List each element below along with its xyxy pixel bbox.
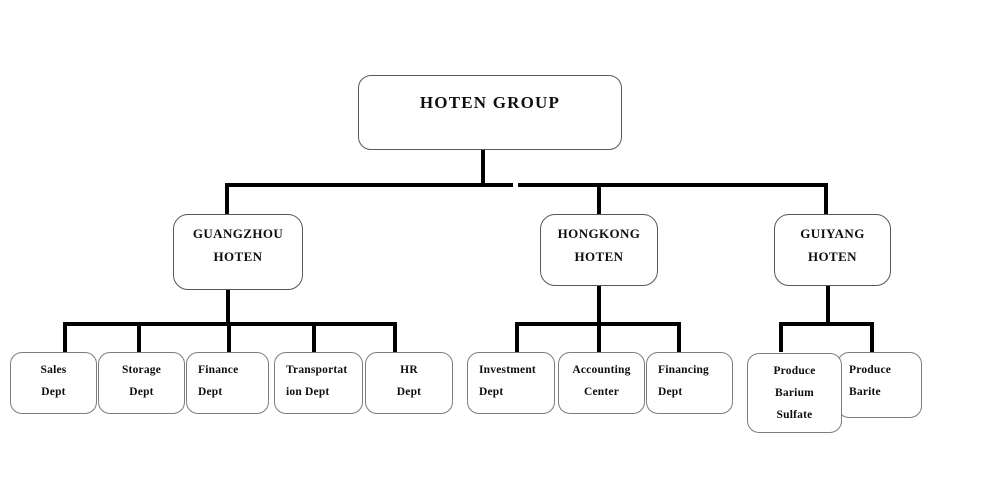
connector-to-storage <box>137 326 141 352</box>
org-node-sales-dept: Sales Dept <box>10 352 97 414</box>
connector-to-hongkong <box>597 186 601 214</box>
org-node-guiyang-hoten: GUIYANG HOTEN <box>774 214 891 286</box>
connector-to-transportation <box>312 326 316 352</box>
connector-to-accounting <box>597 326 601 352</box>
connector-level1-bar-right <box>518 183 828 187</box>
org-node-produce-barite: Produce Barite <box>837 352 922 418</box>
connector-to-hr <box>393 326 397 352</box>
org-node-transportation-dept: Transportat ion Dept <box>274 352 363 414</box>
org-node-hr-dept: HR Dept <box>365 352 453 414</box>
connector-level2-bar-guangzhou <box>63 322 397 326</box>
connector-to-financing <box>677 326 681 352</box>
org-node-label: Produce Barite <box>849 364 892 398</box>
org-node-label: HOTEN GROUP <box>419 93 561 112</box>
org-node-produce-barium-sulfate: Produce Barium Sulfate <box>747 353 842 433</box>
connector-level2-bar-hongkong <box>515 322 681 326</box>
connector-to-barite <box>870 326 874 352</box>
org-node-label: Investment Dept <box>479 364 536 398</box>
org-node-label: GUIYANG HOTEN <box>800 226 865 264</box>
org-node-guangzhou-hoten: GUANGZHOU HOTEN <box>173 214 303 290</box>
connector-level2-bar-guiyang <box>779 322 874 326</box>
org-node-label: Accounting Center <box>572 364 631 398</box>
connector-to-guiyang <box>824 186 828 214</box>
org-node-label: Finance Dept <box>198 364 239 398</box>
connector-guiyang-down-stub <box>826 286 830 323</box>
org-node-storage-dept: Storage Dept <box>98 352 185 414</box>
connector-to-barium <box>779 326 783 352</box>
connector-root-stub <box>481 150 485 183</box>
org-node-accounting-center: Accounting Center <box>558 352 645 414</box>
org-node-label: Storage Dept <box>121 364 162 398</box>
connector-to-guangzhou <box>225 186 229 214</box>
org-node-label: HR Dept <box>396 364 422 398</box>
org-node-label: Transportat ion Dept <box>286 364 348 398</box>
connector-guangzhou-down-stub <box>226 290 230 323</box>
org-node-label: HONGKONG HOTEN <box>557 226 641 264</box>
org-node-hoten-group: HOTEN GROUP <box>358 75 622 150</box>
org-node-label: GUANGZHOU HOTEN <box>192 226 284 264</box>
connector-to-investment <box>515 326 519 352</box>
org-node-financing-dept: Financing Dept <box>646 352 733 414</box>
org-node-label: Financing Dept <box>658 364 710 398</box>
org-node-hongkong-hoten: HONGKONG HOTEN <box>540 214 658 286</box>
org-node-label: Sales Dept <box>40 364 67 398</box>
connector-level1-bar-left <box>225 183 513 187</box>
org-node-investment-dept: Investment Dept <box>467 352 555 414</box>
org-node-label: Produce Barium Sulfate <box>773 365 816 421</box>
connector-hongkong-down-stub <box>597 286 601 323</box>
connector-to-finance <box>227 326 231 352</box>
connector-to-sales <box>63 326 67 352</box>
org-node-finance-dept: Finance Dept <box>186 352 269 414</box>
